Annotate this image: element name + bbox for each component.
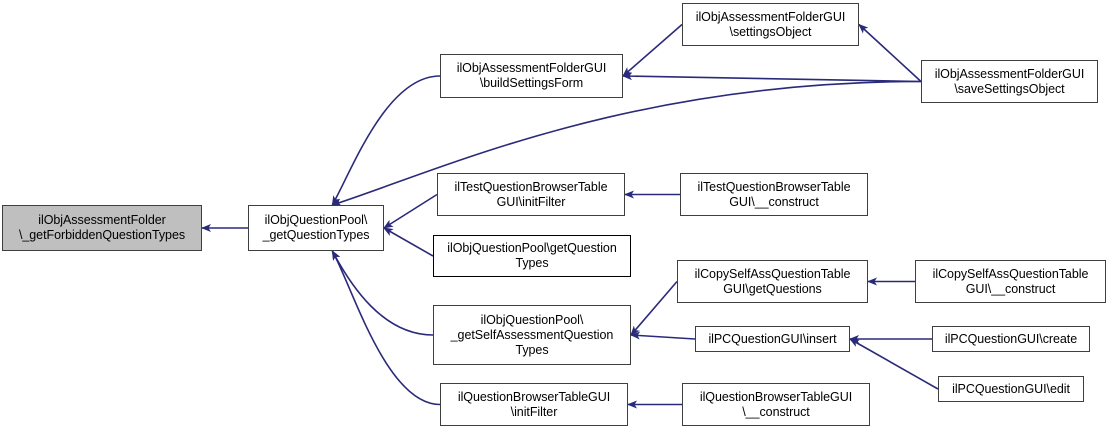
graph-edge — [331, 250, 441, 406]
graph-edge — [383, 227, 434, 257]
graph-edge — [383, 193, 438, 229]
graph-node[interactable]: ilTestQuestionBrowserTable GUI\initFilte… — [437, 173, 625, 216]
graph-node[interactable]: ilObjQuestionPool\ _getQuestionTypes — [248, 205, 384, 251]
graph-node[interactable]: ilObjAssessmentFolderGUI \saveSettingsOb… — [921, 60, 1098, 103]
graph-node[interactable]: ilQuestionBrowserTableGUI \__construct — [682, 383, 870, 426]
graph-node[interactable]: ilCopySelfAssQuestionTable GUI\getQuesti… — [677, 260, 868, 303]
graph-edge — [622, 23, 683, 77]
graph-edge — [331, 75, 441, 206]
graph-edge — [849, 338, 939, 390]
graph-node[interactable]: ilObjQuestionPool\ _getSelfAssessmentQue… — [433, 305, 631, 365]
graph-edge — [858, 23, 922, 83]
graph-node[interactable]: ilPCQuestionGUI\insert — [695, 326, 850, 352]
graph-edge — [630, 331, 696, 340]
graph-node[interactable]: ilObjQuestionPool\getQuestion Types — [433, 235, 631, 277]
graph-edge — [331, 250, 434, 336]
graph-node[interactable]: ilObjAssessmentFolderGUI \buildSettingsF… — [440, 54, 623, 98]
graph-node[interactable]: ilTestQuestionBrowserTable GUI\__constru… — [680, 173, 868, 216]
graph-edge — [622, 72, 922, 83]
graph-node[interactable]: ilCopySelfAssQuestionTable GUI\__constru… — [915, 260, 1106, 303]
graph-node[interactable]: ilObjAssessmentFolder \_getForbiddenQues… — [2, 205, 202, 251]
graph-node[interactable]: ilObjAssessmentFolderGUI \settingsObject — [682, 3, 859, 46]
graph-edge — [630, 280, 678, 336]
graph-node[interactable]: ilPCQuestionGUI\create — [932, 326, 1090, 352]
graph-node[interactable]: ilQuestionBrowserTableGUI \initFilter — [440, 383, 628, 426]
graph-node[interactable]: ilPCQuestionGUI\edit — [938, 376, 1084, 402]
